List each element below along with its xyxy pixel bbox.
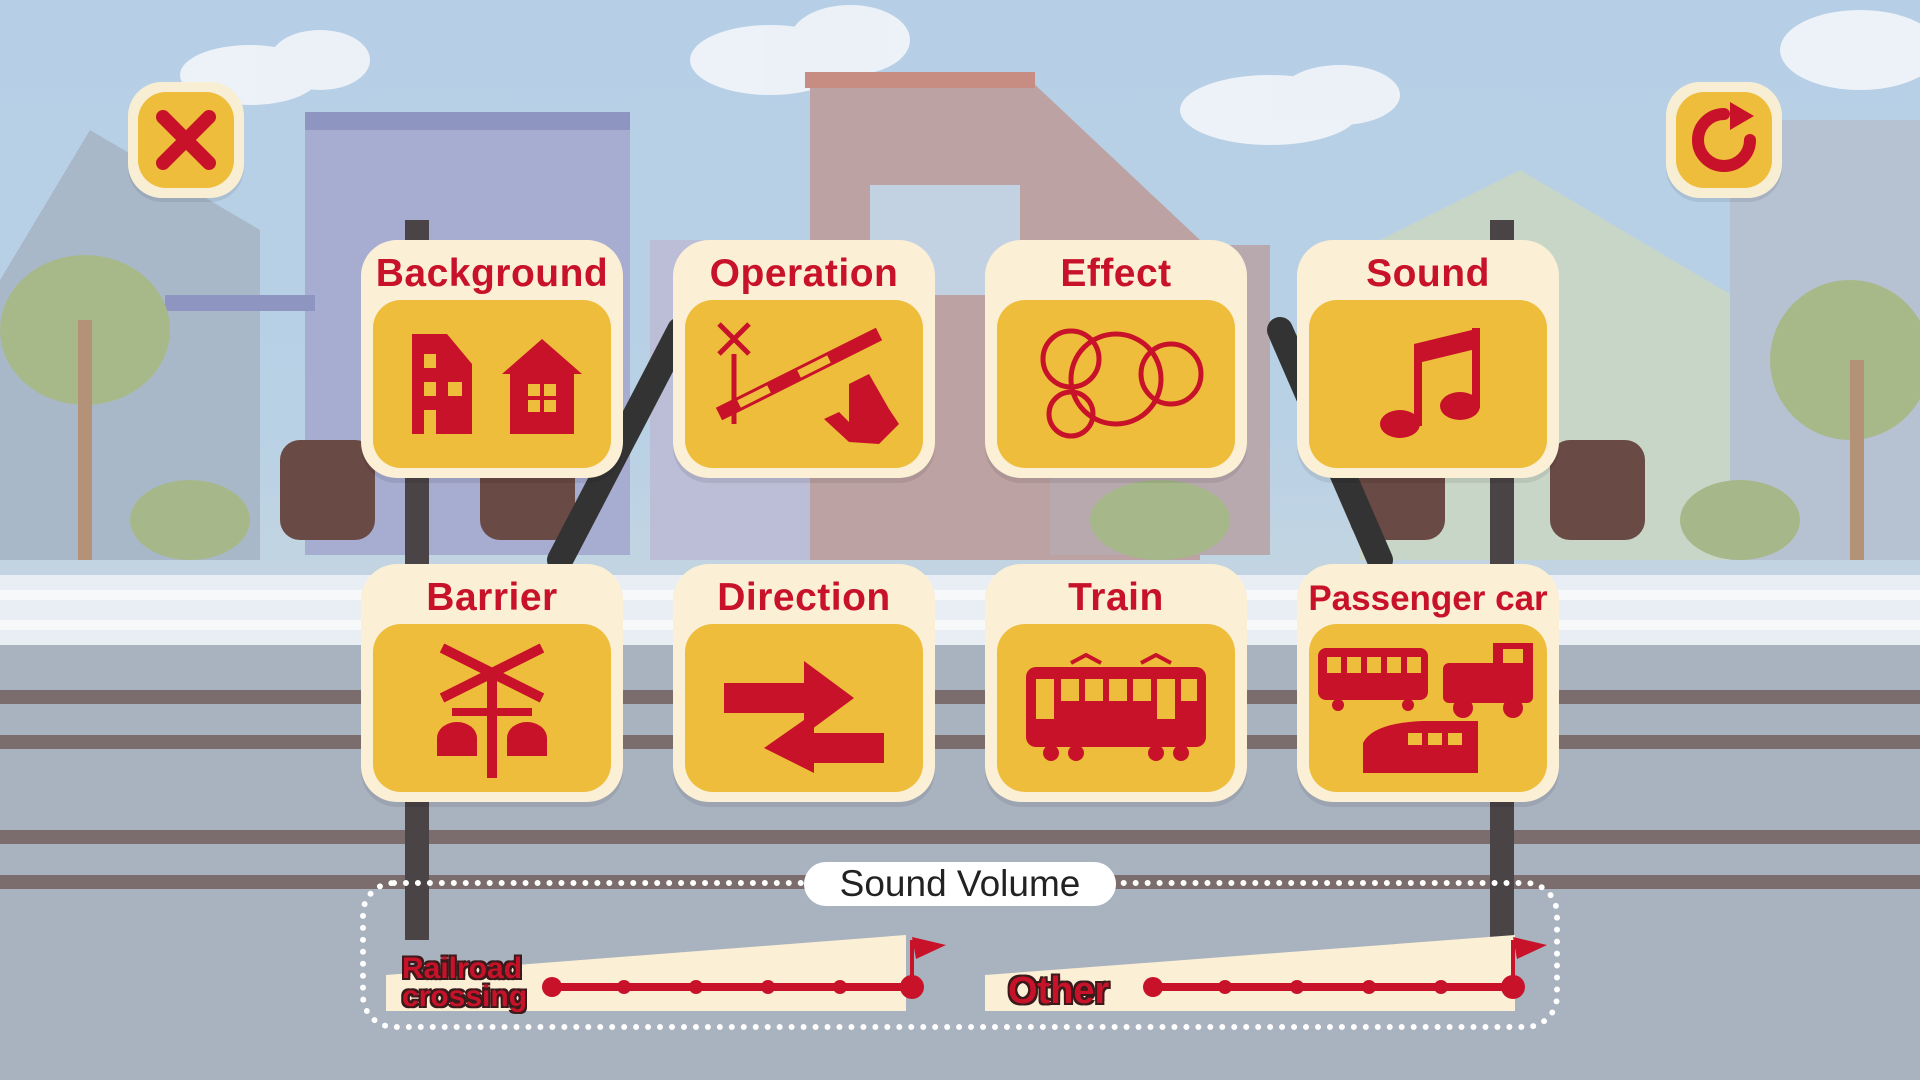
sound-tile-art [1309, 300, 1547, 468]
crossing-signal-icon [437, 643, 547, 778]
sound-tile-button[interactable]: Sound [1297, 240, 1559, 478]
reset-button-face [1676, 92, 1772, 188]
railroad-crossing-label-line1: Railroad [402, 952, 523, 985]
other-volume-label: Other [1008, 970, 1110, 1012]
effect-tile-button[interactable]: Effect [985, 240, 1247, 478]
direction-tile-art [685, 624, 923, 792]
train-tile-label: Train [1068, 576, 1164, 619]
barrier-tile-button[interactable]: Barrier [361, 564, 623, 802]
barrier-tile-art [373, 624, 611, 792]
passenger-car-tile-art [1309, 624, 1547, 792]
train-tile-art [997, 624, 1235, 792]
direction-tile-label: Direction [717, 576, 891, 619]
effect-tile-label: Effect [1060, 252, 1172, 295]
train-tile-button[interactable]: Train [985, 564, 1247, 802]
operation-tile-button[interactable]: Operation [673, 240, 935, 478]
background-tile-button[interactable]: Background [361, 240, 623, 478]
barrier-tile-label: Barrier [426, 576, 558, 619]
circles-icon [1040, 328, 1204, 439]
train-types-icon [1318, 643, 1533, 773]
train-icon [1026, 653, 1206, 761]
close-button-face [138, 92, 234, 188]
effect-tile-art [997, 300, 1235, 468]
passenger-car-tile-label: Passenger car [1308, 579, 1548, 618]
background-tile-art [373, 300, 611, 468]
reset-button[interactable] [1666, 82, 1782, 198]
other-volume-slider[interactable] [985, 925, 1555, 1011]
railroad-crossing-volume-slider[interactable] [386, 925, 946, 1011]
crossing-gate-tap-icon [715, 322, 899, 444]
operation-tile-art [685, 300, 923, 468]
railroad-crossing-label-line2: crossing [402, 980, 528, 1013]
sound-volume-title: Sound Volume [804, 862, 1116, 906]
close-x-icon [156, 110, 216, 170]
rotate-arrow-icon [1692, 102, 1756, 172]
background-tile-label: Background [375, 252, 609, 295]
music-note-icon [1380, 328, 1480, 438]
operation-tile-label: Operation [709, 252, 899, 295]
direction-tile-button[interactable]: Direction [673, 564, 935, 802]
houses-icon [412, 334, 582, 434]
close-button[interactable] [128, 82, 244, 198]
passenger-car-tile-button[interactable]: Passenger car [1297, 564, 1559, 802]
opposite-arrows-icon [724, 661, 884, 773]
sound-tile-label: Sound [1366, 252, 1490, 295]
railroad-crossing-volume-label: Railroad crossing [402, 952, 528, 1013]
